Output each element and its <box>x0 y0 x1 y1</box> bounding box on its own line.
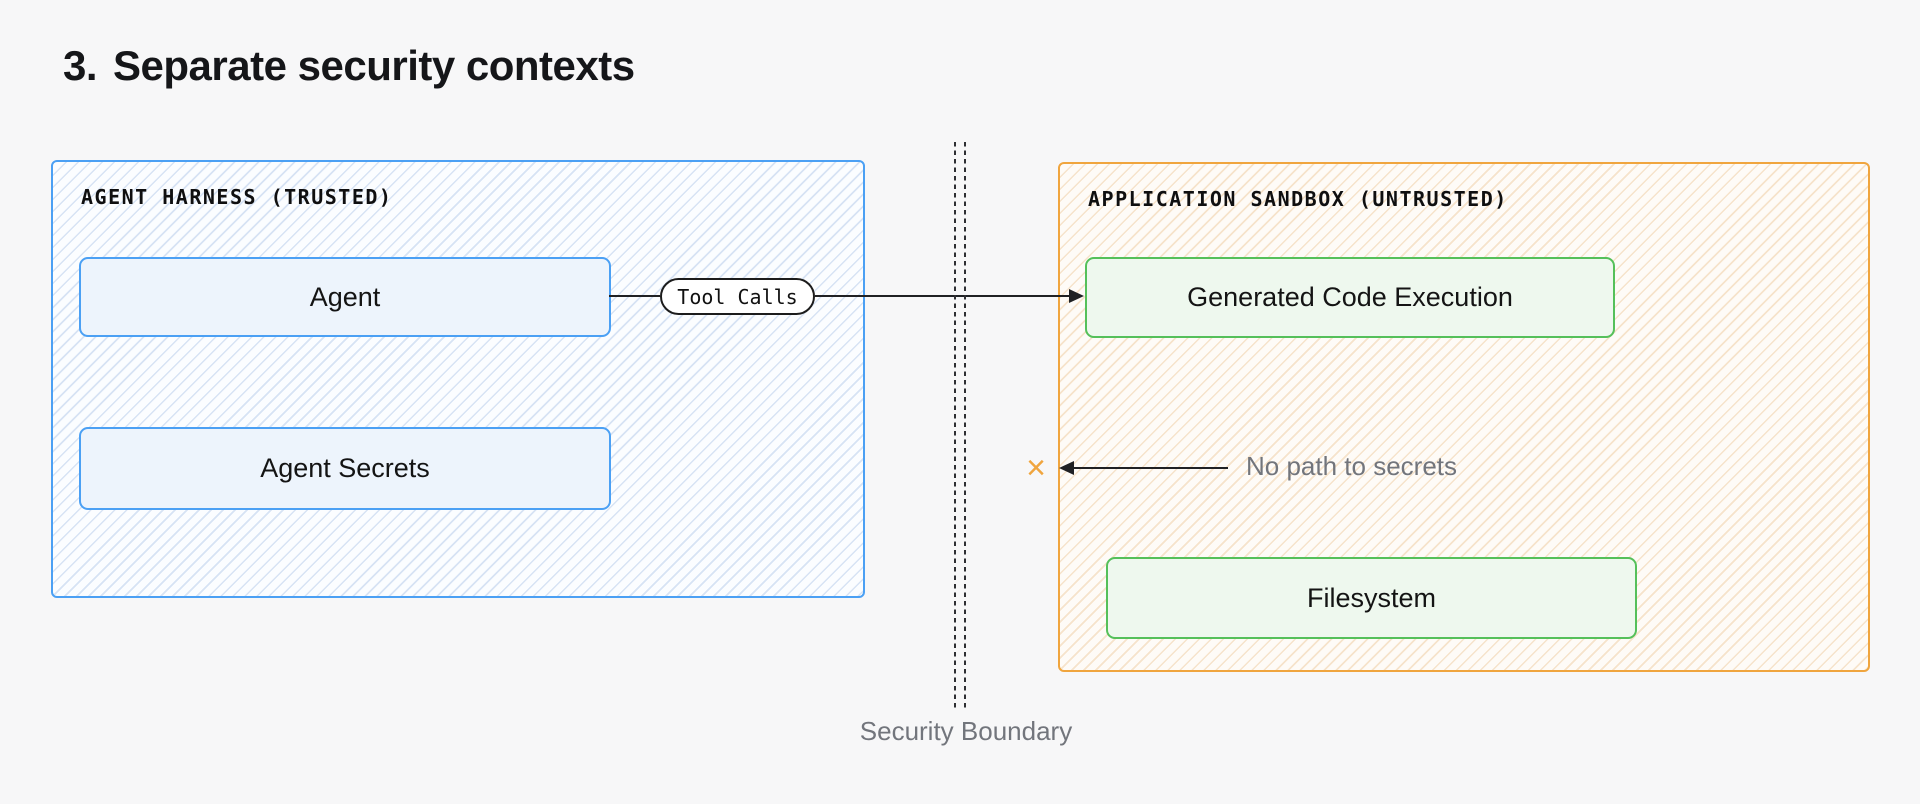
no-path-line <box>1072 467 1228 469</box>
filesystem-node-label: Filesystem <box>1306 582 1436 613</box>
no-path-label: No path to secrets <box>1246 451 1457 481</box>
filesystem-node: Filesystem <box>1106 557 1637 639</box>
tool-calls-line-right <box>815 295 1070 297</box>
arrow-left-icon <box>1059 461 1074 475</box>
application-sandbox-panel: APPLICATION SANDBOX (UNTRUSTED) Generate… <box>1058 162 1870 672</box>
generated-code-execution-label: Generated Code Execution <box>1187 282 1513 312</box>
x-mark-icon: × <box>1026 448 1046 487</box>
generated-code-execution-node: Generated Code Execution <box>1085 257 1615 338</box>
agent-harness-panel: AGENT HARNESS (TRUSTED) Agent Agent Secr… <box>51 160 865 598</box>
security-boundary-line-left <box>954 142 956 708</box>
tool-calls-pill-label: Tool Calls <box>677 284 798 309</box>
arrow-right-icon <box>1069 289 1084 303</box>
security-boundary-label: Security Boundary <box>859 716 1073 746</box>
security-boundary-line-right <box>964 142 966 708</box>
page-title: 3. Separate security contexts <box>63 42 635 90</box>
title-text: Separate security contexts <box>113 42 635 89</box>
agent-harness-header: AGENT HARNESS (TRUSTED) <box>81 185 393 209</box>
tool-calls-pill: Tool Calls <box>660 278 815 315</box>
agent-secrets-node: Agent Secrets <box>79 427 611 510</box>
tool-calls-line-left <box>609 295 660 297</box>
agent-node-label: Agent <box>309 281 381 312</box>
agent-secrets-node-label: Agent Secrets <box>260 453 430 483</box>
title-number: 3. <box>63 42 98 89</box>
agent-node: Agent <box>79 257 611 337</box>
application-sandbox-header: APPLICATION SANDBOX (UNTRUSTED) <box>1088 187 1508 211</box>
